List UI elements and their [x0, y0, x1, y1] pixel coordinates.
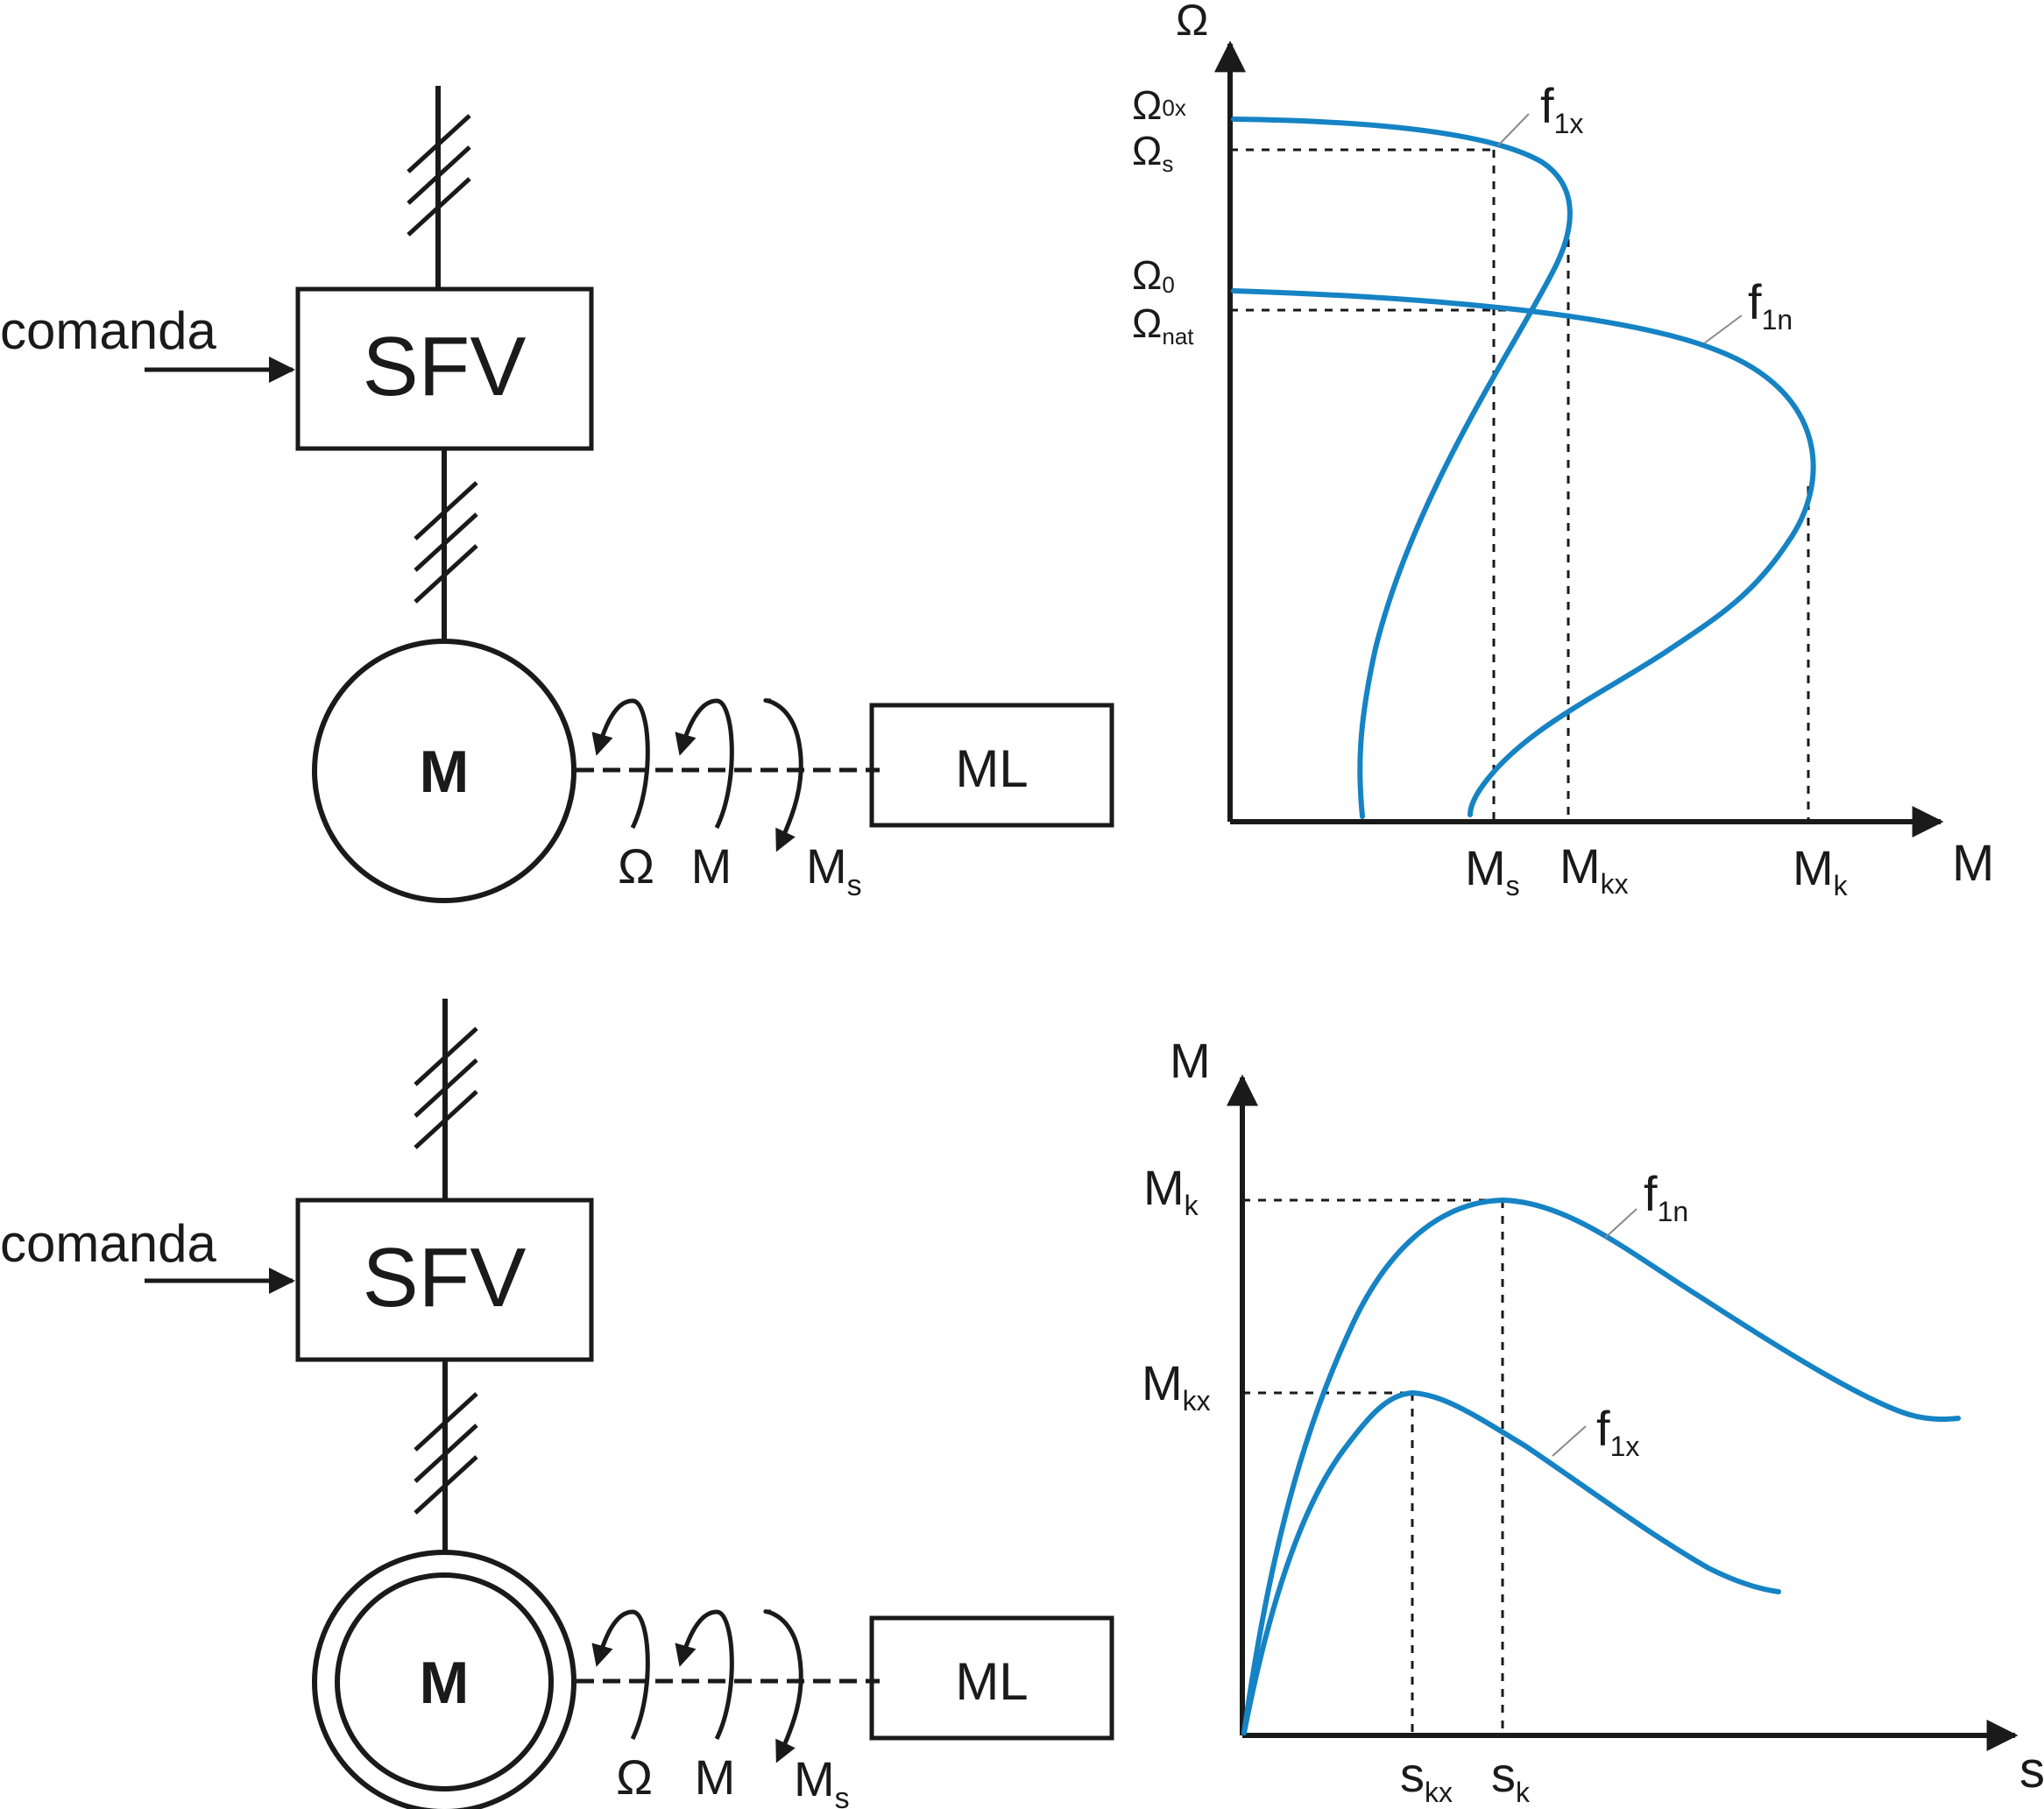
f1n-leader — [1604, 1208, 1637, 1239]
speed-torque-chart: Ω M Ω0x Ωs Ω0 Ωnat Ms Mkx Mk f1x f1n — [1132, 0, 1994, 901]
omega-0-label: Ω0 — [1132, 252, 1175, 298]
f1n-label: f1n — [1748, 274, 1793, 336]
x-axis-label: M — [1952, 835, 1994, 892]
y-axis-label: Ω — [1176, 0, 1208, 45]
three-phase-tick-icon — [414, 1027, 478, 1149]
omega-0x-label: Ω0x — [1132, 82, 1186, 128]
load-torque-rotation-icon — [763, 1609, 803, 1763]
torque-rotation-icon — [675, 1609, 734, 1741]
omega-rotation-icon — [591, 1609, 650, 1741]
curve-f1n — [1241, 1197, 1961, 1735]
motor-outer-circle — [312, 1550, 576, 1809]
skx-label: skx — [1400, 1747, 1453, 1808]
f1x-leader — [1497, 113, 1530, 146]
load-block — [869, 703, 1114, 828]
f1n-leader — [1703, 314, 1743, 344]
torque-label: M — [695, 1749, 736, 1805]
sfv-label: SFV — [363, 320, 527, 413]
f1x-label: f1x — [1596, 1401, 1639, 1462]
y-axis-label: M — [1170, 1033, 1211, 1088]
mk-label: Mk — [1793, 840, 1849, 901]
f1x-label: f1x — [1540, 78, 1583, 139]
curve-f1n — [1231, 288, 1816, 817]
load-torque-label: Ms — [806, 838, 862, 902]
mkx-label: Mkx — [1560, 838, 1629, 900]
omega-rotation-icon — [591, 698, 650, 830]
f1n-label: f1n — [1644, 1166, 1688, 1227]
ms-label: Ms — [1465, 840, 1520, 901]
load-torque-rotation-icon — [763, 698, 803, 852]
load-torque-label: Ms — [794, 1751, 850, 1809]
three-phase-tick-icon — [407, 114, 471, 237]
comanda-label: comanda — [0, 1214, 216, 1273]
sfv-label: SFV — [363, 1231, 527, 1325]
curve-f1x — [1231, 117, 1573, 819]
torque-label: M — [691, 838, 732, 894]
omega-label: Ω — [616, 1749, 653, 1805]
mkx-label: Mkx — [1142, 1355, 1211, 1417]
drive-schematic-1: SFV comanda M ML Ω M Ms — [0, 86, 1114, 903]
motor-label: M — [420, 1650, 470, 1716]
f1x-leader — [1552, 1425, 1587, 1457]
three-phase-tick-icon — [414, 481, 478, 604]
omega-nat-label: Ωnat — [1132, 300, 1194, 350]
x-axis-label: s — [2019, 1742, 2044, 1798]
three-phase-tick-icon — [414, 1392, 478, 1515]
sk-label: sk — [1491, 1747, 1531, 1808]
motor-label: M — [420, 738, 470, 805]
omega-s-label: Ωs — [1132, 128, 1173, 177]
load-block — [869, 1615, 1114, 1741]
mk-label: Mk — [1143, 1160, 1199, 1221]
load-label: ML — [955, 739, 1028, 798]
comanda-label: comanda — [0, 301, 216, 360]
omega-label: Ω — [618, 838, 654, 894]
motor-inner-circle — [335, 1572, 554, 1791]
torque-rotation-icon — [675, 698, 734, 830]
drive-schematic-2: SFV comanda M ML Ω M Ms — [0, 999, 1114, 1809]
motor-circle — [312, 639, 576, 903]
torque-slip-chart: M s Mk Mkx skx sk f1n f1x — [1142, 1033, 2044, 1808]
load-label: ML — [955, 1652, 1028, 1711]
curve-f1x — [1241, 1389, 1781, 1735]
